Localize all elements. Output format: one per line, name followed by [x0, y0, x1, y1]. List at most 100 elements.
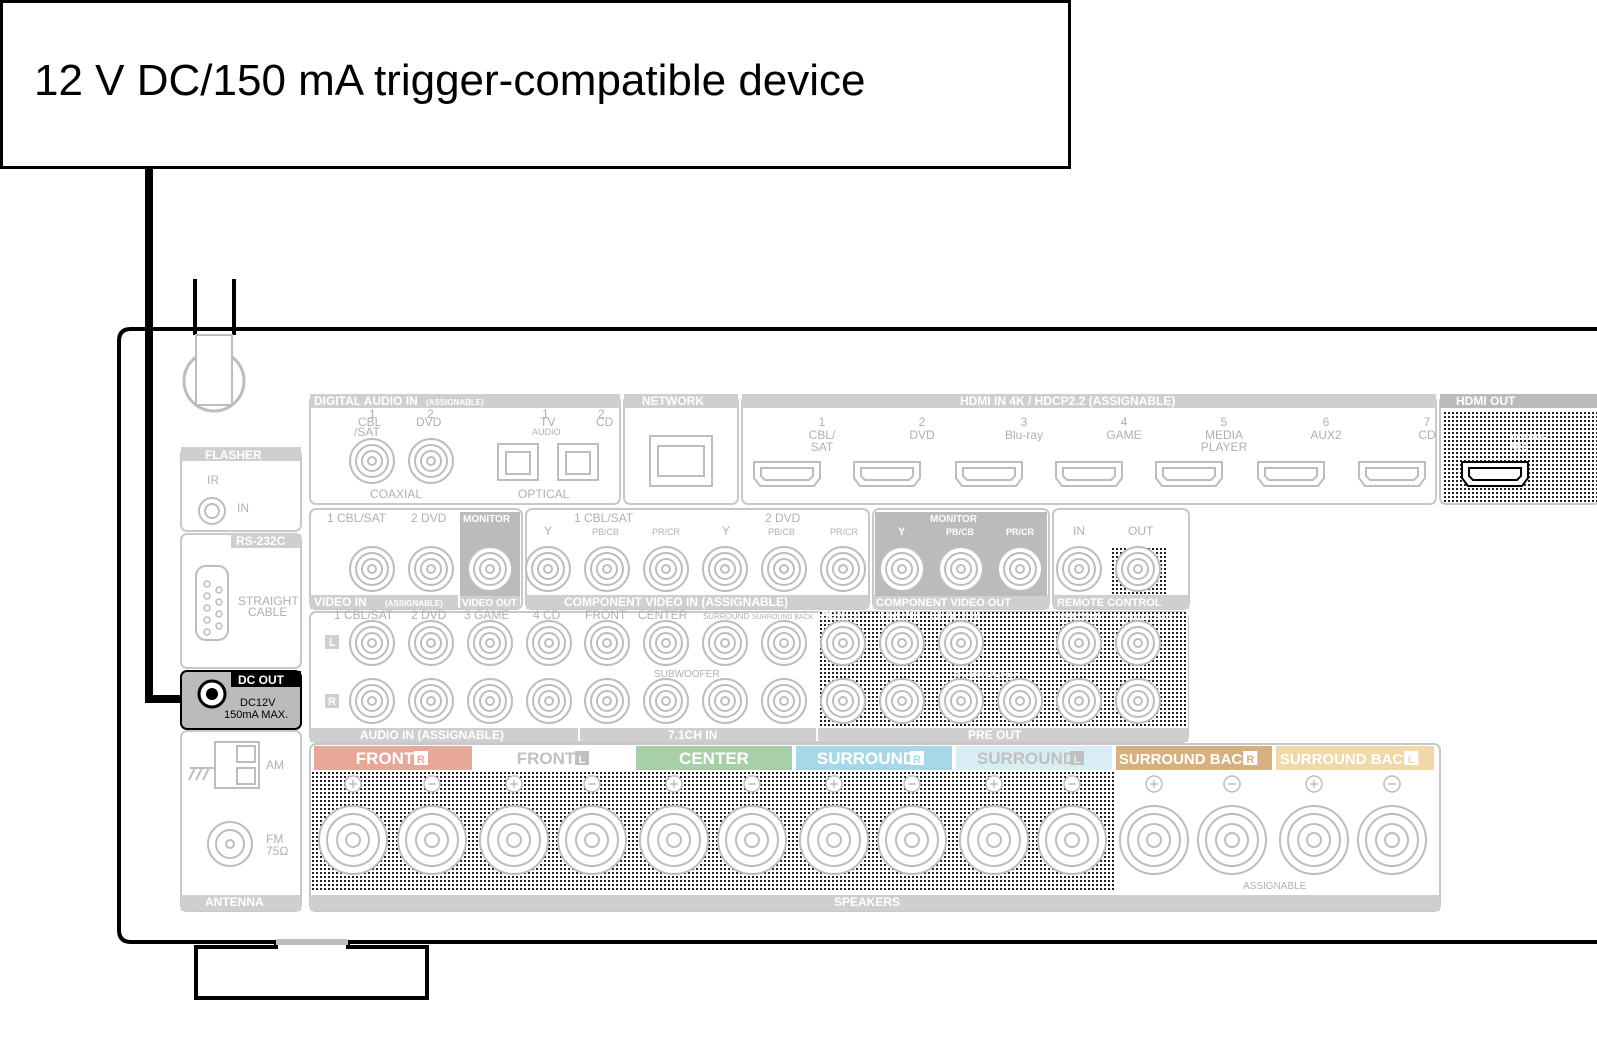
- optical-jack-1[interactable]: [497, 443, 539, 481]
- ch71-surround-label: SURROUND: [703, 612, 749, 621]
- rs232c-connector[interactable]: [195, 565, 229, 641]
- speaker-bar-label-7: SURROUND BACK: [1280, 751, 1414, 768]
- coaxial-jack-2[interactable]: [408, 438, 454, 484]
- video-jack-3[interactable]: [467, 546, 513, 592]
- speaker-terminal-4[interactable]: [557, 775, 627, 875]
- audio-jack-top-7[interactable]: [702, 620, 748, 666]
- audio-jack-bottom-1[interactable]: [349, 678, 395, 724]
- audio-jack-bottom-9[interactable]: [820, 678, 866, 724]
- audio-jack-bottom-2[interactable]: [408, 678, 454, 724]
- cv2-y: Y: [722, 524, 730, 538]
- speaker-terminal-3[interactable]: [479, 775, 549, 875]
- audio-jack-bottom-13[interactable]: [1056, 678, 1102, 724]
- remote-out-jack[interactable]: [1115, 546, 1161, 592]
- pre-out-front-label: FRONT: [880, 608, 922, 622]
- video-in-subtitle: (ASSIGNABLE): [385, 599, 443, 608]
- audio-jack-top-10[interactable]: [879, 620, 925, 666]
- audio-jack-top-3[interactable]: [467, 620, 513, 666]
- hdmi-in-frame: [741, 395, 1437, 505]
- network-port[interactable]: [649, 435, 713, 487]
- speaker-terminal-14[interactable]: [1357, 775, 1427, 875]
- component-out-jack-1[interactable]: [879, 546, 925, 592]
- speaker-terminal-7[interactable]: [799, 775, 869, 875]
- remote-in-jack[interactable]: [1056, 546, 1102, 592]
- d3-label-b: AUDIO: [532, 427, 561, 437]
- audio-jack-top-4[interactable]: [526, 620, 572, 666]
- hdmi-in-port-5[interactable]: [1155, 461, 1223, 487]
- audio-in-title: AUDIO IN (ASSIGNABLE): [360, 728, 504, 742]
- speaker-terminal-9[interactable]: [959, 775, 1029, 875]
- hdmi-in-port-2[interactable]: [853, 461, 921, 487]
- d3-num: 1: [542, 407, 549, 421]
- component-in-jack-5[interactable]: [761, 546, 807, 592]
- audio-jack-bottom-10[interactable]: [879, 678, 925, 724]
- audio-jack-bottom-12[interactable]: [997, 678, 1043, 724]
- speaker-terminal-2[interactable]: [397, 775, 467, 875]
- hdmi-in-name-7: CD: [1418, 428, 1436, 442]
- hdmi-in-title: HDMI IN 4K / HDCP2.2 (ASSIGNABLE): [960, 394, 1175, 408]
- hdmi-in-port-6[interactable]: [1257, 461, 1325, 487]
- video-jack-2[interactable]: [408, 546, 454, 592]
- video-in-title: VIDEO IN: [314, 595, 367, 609]
- fm-label: FM: [266, 832, 283, 846]
- audio-jack-bottom-11[interactable]: [938, 678, 984, 724]
- component-in-jack-1[interactable]: [525, 546, 571, 592]
- audio-jack-bottom-7[interactable]: [702, 678, 748, 724]
- audio-jack-top-1[interactable]: [349, 620, 395, 666]
- audio-jack-top-8[interactable]: [761, 620, 807, 666]
- component-out-title: COMPONENT VIDEO OUT: [876, 597, 1011, 609]
- hdmi-in-port-1[interactable]: [753, 461, 821, 487]
- hdmi-in-port-4[interactable]: [1055, 461, 1123, 487]
- a4-label: 4 CD: [533, 608, 561, 622]
- audio-jack-bottom-6[interactable]: [643, 678, 689, 724]
- speaker-terminal-12[interactable]: [1197, 775, 1267, 875]
- speaker-bar-label-1: FRONT: [356, 749, 415, 768]
- audio-jack-top-2[interactable]: [408, 620, 454, 666]
- am-antenna-terminal[interactable]: [188, 741, 260, 789]
- component-out-jack-2[interactable]: [938, 546, 984, 592]
- component-in-jack-3[interactable]: [643, 546, 689, 592]
- speaker-terminal-5[interactable]: [639, 775, 709, 875]
- optical-jack-2[interactable]: [557, 443, 599, 481]
- component-in-jack-6[interactable]: [820, 546, 866, 592]
- audio-jack-bottom-8[interactable]: [761, 678, 807, 724]
- audio-jack-bottom-3[interactable]: [467, 678, 513, 724]
- hdmi-in-name2-1: SAT: [811, 440, 834, 454]
- speaker-terminal-11[interactable]: [1119, 775, 1189, 875]
- component-in-jack-2[interactable]: [584, 546, 630, 592]
- fm-antenna-jack[interactable]: [207, 821, 253, 867]
- audio-jack-bottom-4[interactable]: [526, 678, 572, 724]
- pre-out-subwoofer-label: SUBWOOFER: [955, 669, 1021, 680]
- speaker-terminal-6[interactable]: [717, 775, 787, 875]
- component-in-jack-4[interactable]: [702, 546, 748, 592]
- cv1-label: 1 CBL/SAT: [574, 511, 634, 525]
- speaker-side-badge-5: [1070, 751, 1084, 765]
- dc-spec-2: 150mA MAX.: [224, 709, 288, 721]
- hdmi-in-port-7[interactable]: [1358, 461, 1426, 487]
- hdmi-out-port[interactable]: [1461, 461, 1529, 487]
- audio-jack-top-9[interactable]: [820, 620, 866, 666]
- ir-label: IR: [207, 473, 219, 487]
- flasher-in-jack[interactable]: [198, 497, 226, 525]
- audio-jack-top-5[interactable]: [584, 620, 630, 666]
- audio-jack-bottom-14[interactable]: [1115, 678, 1161, 724]
- speaker-terminal-8[interactable]: [877, 775, 947, 875]
- speaker-terminal-13[interactable]: [1279, 775, 1349, 875]
- audio-jack-top-14[interactable]: [1115, 620, 1161, 666]
- audio-jack-top-13[interactable]: [1056, 620, 1102, 666]
- svg-text:R: R: [328, 696, 336, 708]
- hdmi-in-port-3[interactable]: [955, 461, 1023, 487]
- component-out-jack-3[interactable]: [997, 546, 1043, 592]
- speaker-terminal-1[interactable]: [318, 775, 388, 875]
- audio-jack-top-6[interactable]: [643, 620, 689, 666]
- audio-jack-top-11[interactable]: [938, 620, 984, 666]
- rc-in-label: IN: [1073, 524, 1085, 538]
- speaker-terminal-10[interactable]: [1037, 775, 1107, 875]
- coaxial-jack-1[interactable]: [349, 438, 395, 484]
- hdmi-out-arc-2: ARC: [1510, 443, 1528, 452]
- video-jack-1[interactable]: [349, 546, 395, 592]
- audio-jack-bottom-5[interactable]: [584, 678, 630, 724]
- video-out-title: VIDEO OUT: [462, 598, 517, 609]
